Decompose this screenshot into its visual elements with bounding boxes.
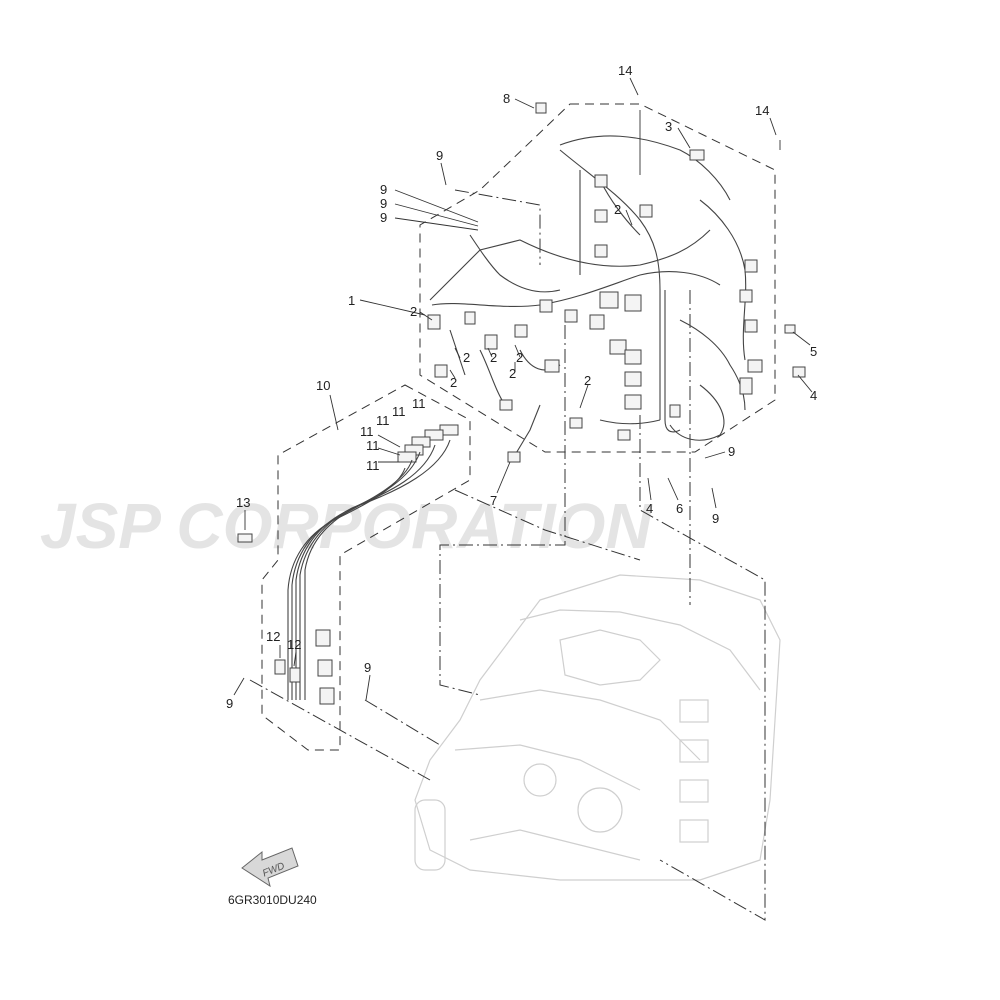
coil-cap: [397, 451, 417, 463]
bracket-part-4: [792, 366, 806, 378]
callout-11: 11: [366, 458, 380, 473]
group-outlines: [261, 103, 776, 751]
coil-connector: [317, 659, 333, 677]
connector: [499, 399, 513, 411]
callout-11: 11: [360, 424, 374, 439]
connector: [564, 309, 578, 323]
callout-11: 11: [366, 438, 380, 453]
callout-2: 2: [490, 350, 497, 365]
connector: [739, 377, 753, 395]
callout-9: 9: [728, 444, 735, 459]
callout-8: 8: [503, 91, 510, 106]
main-harness-outline: [419, 103, 776, 453]
callout-9: 9: [380, 196, 387, 211]
connector: [624, 371, 642, 387]
connector: [514, 324, 528, 338]
callout-4: 4: [810, 388, 817, 403]
callout-9: 9: [364, 660, 371, 675]
ignition-group-outline: [261, 384, 471, 751]
callout-12: 12: [266, 629, 280, 644]
connector: [599, 291, 619, 309]
clip-part-12: [274, 659, 286, 675]
callout-11: 11: [392, 404, 406, 419]
callout-2: 2: [410, 304, 417, 319]
main-wire-harness: [429, 135, 747, 441]
clip-part-12: [289, 667, 301, 683]
callout-9: 9: [380, 210, 387, 225]
callout-5: 5: [810, 344, 817, 359]
connector: [624, 349, 642, 365]
callout-11: 11: [412, 396, 426, 411]
connector: [744, 319, 758, 333]
callout-12: 12: [287, 637, 301, 652]
watermark-text: JSP CORPORATION: [40, 490, 653, 562]
connector: [617, 429, 631, 441]
callout-9: 9: [380, 182, 387, 197]
callout-1: 1: [348, 293, 355, 308]
connector: [639, 204, 653, 218]
ignition-coil-group: [237, 404, 541, 705]
coil-connector: [315, 629, 331, 647]
connector: [669, 404, 681, 418]
fwd-arrow: FWD: [241, 847, 299, 888]
connector: [539, 299, 553, 313]
callout-3: 3: [665, 119, 672, 134]
connector: [544, 359, 560, 373]
callout-2: 2: [614, 202, 621, 217]
connector: [569, 417, 583, 429]
main-harness-connectors: [427, 102, 806, 441]
connector: [744, 259, 758, 273]
connector: [609, 339, 627, 355]
callout-4: 4: [646, 501, 653, 516]
connector: [747, 359, 763, 373]
watermark: JSP CORPORATION: [40, 490, 653, 562]
callout-2: 2: [463, 350, 470, 365]
callout-9: 9: [226, 696, 233, 711]
callout-14: 14: [618, 63, 632, 78]
clip-part-8: [535, 102, 547, 114]
connector: [434, 364, 448, 378]
sensor-part-7: [507, 451, 521, 463]
connector: [589, 314, 605, 330]
assembly-lines: [249, 189, 766, 921]
connector: [739, 289, 753, 303]
callout-10: 10: [316, 378, 330, 393]
callout-13: 13: [236, 495, 250, 510]
connector: [689, 149, 705, 161]
callout-11: 11: [376, 413, 390, 428]
engine-block: [414, 574, 781, 881]
connector: [594, 209, 608, 223]
fwd-arrow-icon: [241, 847, 299, 888]
callout-2: 2: [450, 375, 457, 390]
connector: [624, 394, 642, 410]
connector: [594, 244, 608, 258]
callout-14: 14: [755, 103, 769, 118]
coil-cap: [424, 429, 444, 441]
callout-9: 9: [436, 148, 443, 163]
connector: [464, 311, 476, 325]
callout-9: 9: [712, 511, 719, 526]
callout-2: 2: [584, 373, 591, 388]
callout-2: 2: [516, 350, 523, 365]
bracket-part-13: [237, 533, 253, 543]
callout-numbers: 14 8 3 14 9 9 9 9 2 1 2 2 2 2 2 2 2 5 4 …: [226, 63, 817, 711]
callout-7: 7: [490, 493, 497, 508]
leader-lines: [233, 77, 813, 701]
connector: [427, 314, 441, 330]
callout-6: 6: [676, 501, 683, 516]
coil-connector: [319, 687, 335, 705]
connector: [594, 174, 608, 188]
callout-2: 2: [509, 366, 516, 381]
diagram-code: 6GR3010DU240: [228, 893, 317, 907]
connector: [484, 334, 498, 350]
clamp-part-5: [784, 324, 796, 334]
connector: [624, 294, 642, 312]
